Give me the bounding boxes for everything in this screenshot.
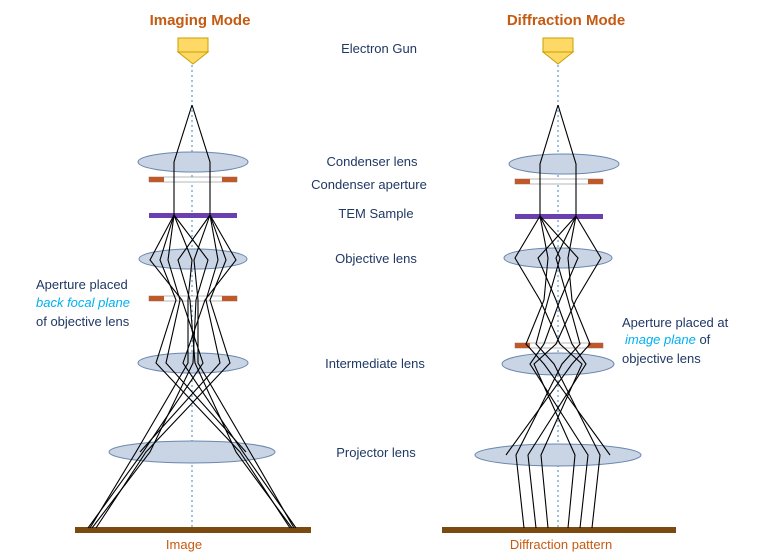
image-plane-emphasis: image plane	[625, 332, 696, 347]
objective-lens-label: Objective lens	[335, 251, 417, 266]
imaging-ray-paths	[87, 104, 297, 529]
condenser-lens-label: Condenser lens	[326, 154, 418, 169]
imaging-aperture-note-line3: of objective lens	[36, 314, 130, 329]
diffraction-aperture-note-line2-suffix: of	[696, 332, 711, 347]
diffraction-pattern-label: Diffraction pattern	[510, 537, 612, 552]
projector-lens-label: Projector lens	[336, 445, 416, 460]
diffraction-tem-sample	[515, 214, 603, 219]
imaging-condenser-aperture	[148, 176, 238, 183]
diffraction-aperture-note-line1: Aperture placed at	[622, 315, 729, 330]
imaging-objective-aperture	[148, 295, 238, 302]
imaging-tem-sample	[149, 213, 237, 218]
imaging-aperture-note-line1: Aperture placed	[36, 277, 128, 292]
diffraction-intermediate-lens	[501, 352, 615, 376]
diffraction-objective-lens	[503, 247, 613, 269]
diffraction-mode-title: Diffraction Mode	[507, 12, 625, 29]
diffraction-viewing-screen	[442, 527, 676, 533]
imaging-objective-lens	[138, 248, 248, 270]
imaging-viewing-screen	[75, 527, 311, 533]
imaging-mode-title: Imaging Mode	[150, 12, 251, 29]
imaging-electron-gun-icon	[176, 37, 210, 65]
intermediate-lens-label: Intermediate lens	[325, 356, 425, 371]
imaging-aperture-note-line2: back focal plane	[36, 295, 130, 310]
diffraction-aperture-note-line2: image plane of	[625, 332, 711, 347]
diffraction-condenser-lens	[508, 153, 620, 175]
diffraction-electron-gun-icon	[541, 37, 575, 65]
tem-sample-label: TEM Sample	[338, 206, 413, 221]
diffraction-aperture-note-line3: objective lens	[622, 351, 701, 366]
electron-gun-label: Electron Gun	[341, 41, 417, 56]
image-label: Image	[166, 537, 202, 552]
diffraction-projector-lens	[474, 443, 642, 467]
diffraction-ray-paths	[505, 104, 611, 529]
condenser-aperture-label: Condenser aperture	[311, 177, 427, 192]
diffraction-condenser-aperture	[514, 178, 604, 185]
imaging-condenser-lens	[137, 151, 249, 173]
